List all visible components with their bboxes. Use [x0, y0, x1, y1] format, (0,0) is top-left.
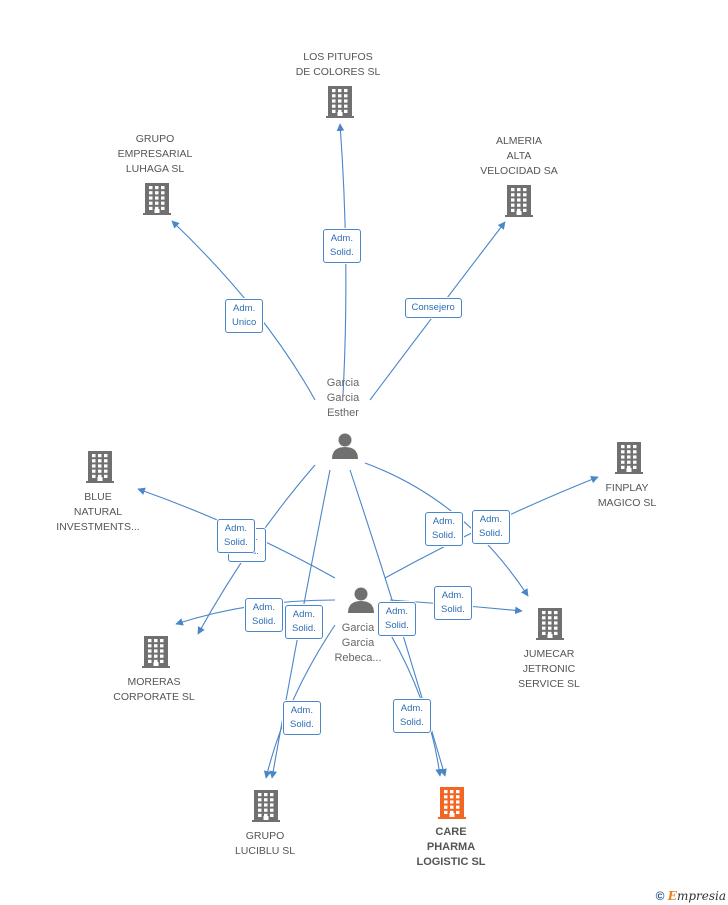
node-label-blue[interactable]: BLUE NATURAL INVESTMENTS... [56, 491, 140, 533]
edge-badge-rebeca-to-moreras[interactable]: Adm. Solid. [245, 598, 283, 632]
node-label-pitufos[interactable]: LOS PITUFOS DE COLORES SL [295, 51, 381, 78]
edge-badge-esther-to-pitufos[interactable]: Adm. Solid. [323, 229, 361, 263]
node-label-luciblu[interactable]: GRUPO LUCIBLU SL [234, 830, 296, 857]
building-icon-almeria[interactable] [505, 185, 533, 217]
building-icon-care[interactable] [438, 787, 466, 819]
edge-badge-rebeca-to-luciblu[interactable]: Adm. Solid. [283, 701, 321, 735]
node-label-esther[interactable]: Garcia Garcia Esther [326, 377, 360, 419]
node-label-jumecar[interactable]: JUMECAR JETRONIC SERVICE SL [518, 648, 580, 690]
building-icon-pitufos[interactable] [326, 86, 354, 118]
edge-badge-esther-to-luhaga[interactable]: Adm. Unico [225, 299, 264, 333]
edge-rebeca-to-luciblu [263, 624, 336, 779]
building-icon-finplay[interactable] [615, 442, 643, 474]
brand-logo: Empresia [667, 889, 726, 903]
node-label-luhaga[interactable]: GRUPO EMPRESARIAL LUHAGA SL [117, 133, 193, 175]
edge-badge-rebeca-to-blue[interactable]: Adm. Solid. [217, 519, 255, 553]
node-label-almeria[interactable]: ALMERIA ALTA VELOCIDAD SA [480, 135, 558, 177]
building-icon-luciblu[interactable] [252, 790, 280, 822]
nodes-layer [86, 86, 643, 822]
edge-badge-esther-to-almeria[interactable]: Consejero [404, 298, 462, 318]
person-icon-esther[interactable] [332, 433, 358, 460]
edge-badge-rebeca-to-care[interactable]: Adm. Solid. [393, 699, 431, 733]
node-label-care[interactable]: CARE PHARMA LOGISTIC SL [416, 826, 486, 868]
building-icon-luhaga[interactable] [143, 183, 171, 215]
person-icon-rebeca[interactable] [348, 587, 374, 614]
node-label-rebeca[interactable]: Garcia Garcia Rebeca... [334, 622, 382, 664]
edge-badge-rebeca-to-jumecar[interactable]: Adm. Solid. [434, 586, 472, 620]
edge-badge-esther-to-jumecar[interactable]: Adm. Solid. [425, 512, 463, 546]
edge-badge-rebeca-to-finplay[interactable]: Adm. Solid. [472, 510, 510, 544]
footer-brand[interactable]: © Empresia [656, 889, 726, 903]
edge-badge-esther-to-luciblu[interactable]: Adm. Solid. [285, 605, 323, 639]
edge-badge-esther-to-care[interactable]: Adm. Solid. [378, 602, 416, 636]
building-icon-moreras[interactable] [142, 636, 170, 668]
copyright-icon: © [655, 889, 665, 903]
node-label-moreras[interactable]: MORERAS CORPORATE SL [113, 676, 195, 703]
building-icon-blue[interactable] [86, 451, 114, 483]
node-label-finplay[interactable]: FINPLAY MAGICO SL [597, 482, 657, 509]
building-icon-jumecar[interactable] [536, 608, 564, 640]
